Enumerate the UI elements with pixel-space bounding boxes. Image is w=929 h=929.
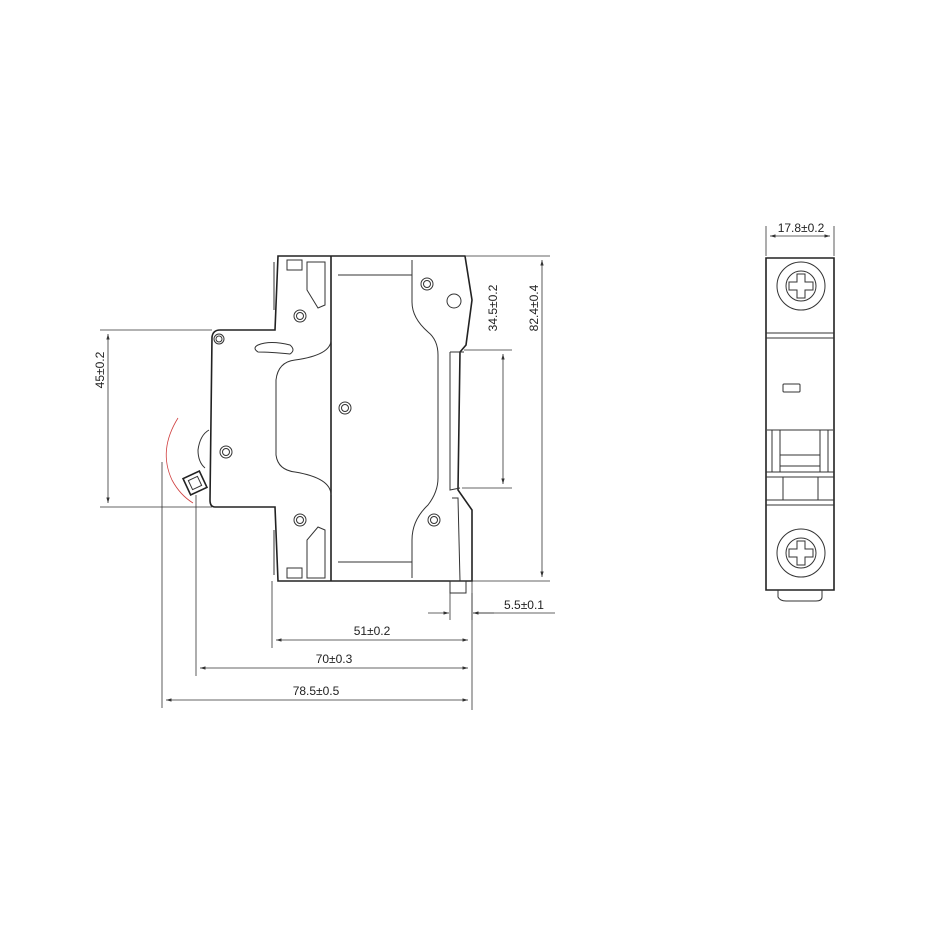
dim-51: 51±0.2 — [354, 624, 391, 638]
screw-holes — [213, 277, 462, 527]
dimension-lines — [100, 255, 555, 710]
front-view: 17.8±0.2 — [765, 221, 835, 602]
dim-5-5: 5.5±0.1 — [504, 598, 544, 612]
dim-82-4: 82.4±0.4 — [527, 284, 541, 331]
dim-45: 45±0.2 — [93, 351, 107, 388]
side-view: 45±0.2 34.5±0.2 82.4±0.4 5.5±0.1 51±0.2 … — [93, 255, 555, 710]
front-body-outline — [765, 257, 835, 591]
swing-arc-icon — [165, 417, 194, 504]
toggle-lever — [165, 417, 210, 504]
dim-78-5: 78.5±0.5 — [293, 684, 340, 698]
dim-17-8: 17.8±0.2 — [778, 221, 825, 235]
terminal-screw-top-icon — [776, 261, 826, 311]
dim-34-5: 34.5±0.2 — [486, 284, 500, 331]
terminal-screw-bottom-icon — [776, 528, 826, 578]
dim-70: 70±0.3 — [316, 652, 353, 666]
side-body-outline — [209, 255, 473, 582]
